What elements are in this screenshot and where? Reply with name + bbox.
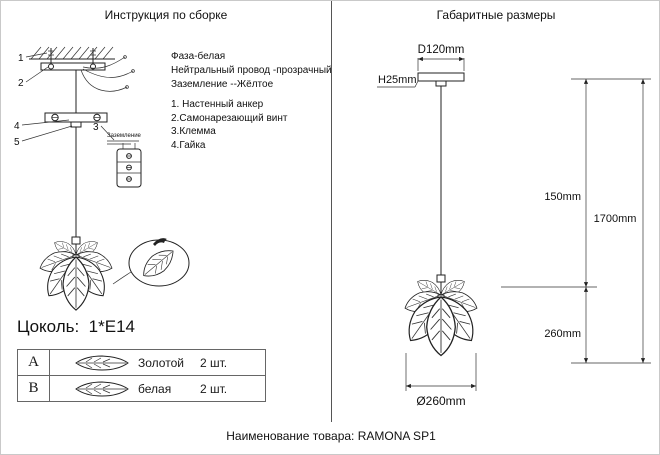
- dimension-drawing: D120mm H25mm Ø260mm: [377, 44, 651, 408]
- right-section-title: Габаритные размеры: [436, 8, 556, 22]
- row-key: B: [18, 376, 50, 401]
- note-neutral: Нейтральный провод -прозрачный: [171, 65, 332, 76]
- note-phase: Фаза-белая: [171, 51, 226, 62]
- part-anchor: 1. Настенный анкер: [171, 99, 264, 110]
- variant-qty: 2 шт.: [200, 355, 228, 370]
- row-key: A: [18, 350, 50, 375]
- ground-label: Заземление: [107, 133, 142, 139]
- dim-plate-height: H25mm: [378, 74, 417, 86]
- dim-shade-diameter-lines: [405, 353, 477, 391]
- callout-5: 5: [14, 137, 20, 148]
- dim-plate-diameter-lines: [417, 56, 465, 71]
- callout-4: 4: [14, 121, 20, 132]
- table-row: B белая 2 шт.: [18, 375, 265, 401]
- note-ground: Заземление --Жёлтое: [171, 79, 274, 90]
- dim-vertical-lines: [501, 78, 651, 364]
- assembly-drawing: 1 2 3 4 5 Заземление: [14, 46, 190, 311]
- left-section-title: Инструкция по сборке: [104, 8, 228, 22]
- dim-total-height: 1700mm: [594, 213, 637, 225]
- leaf-gold-icon: [75, 354, 129, 371]
- callout-3: 3: [93, 122, 99, 133]
- wire-color-notes: Фаза-белая Нейтральный провод -прозрачны…: [171, 50, 332, 92]
- section-divider: [331, 1, 332, 422]
- leaf-white-icon: [75, 380, 129, 397]
- ceiling-hatch: [29, 46, 115, 60]
- shade-variant-table: A Золотой 2 шт. B белая 2 шт.: [17, 349, 266, 402]
- callout-1: 1: [18, 53, 24, 64]
- callout-leaders: [21, 52, 115, 142]
- ceiling-plate: [417, 72, 465, 87]
- variant-qty: 2 шт.: [200, 381, 228, 396]
- variant-name: белая: [138, 381, 172, 396]
- pointer-mark: [153, 238, 167, 246]
- parts-list: 1. Настенный анкер 2.Самонарезающий винт…: [171, 98, 287, 152]
- variant-name: Золотой: [138, 355, 184, 370]
- callout-2: 2: [18, 78, 24, 89]
- pendant-lamp-right: [399, 86, 483, 357]
- part-terminal: 3.Клемма: [171, 126, 216, 137]
- part-nut: 4.Гайка: [171, 139, 206, 151]
- socket-spec: Цоколь: 1*E14: [17, 317, 136, 336]
- dim-plate-diameter: D120mm: [418, 44, 465, 56]
- terminal-detail: Заземление: [107, 133, 142, 188]
- table-row: A Золотой 2 шт.: [18, 350, 265, 375]
- pendant-lamp-left: [36, 127, 116, 311]
- mounting-bracket: [40, 48, 135, 128]
- dim-shade-diameter: Ø260mm: [416, 394, 465, 408]
- part-screw: 2.Самонарезающий винт: [171, 112, 288, 124]
- dim-drop-section: 150mm: [544, 191, 581, 203]
- dim-plate-height-lines: [377, 80, 419, 88]
- dim-shade-height: 260mm: [544, 328, 581, 340]
- product-name-footer: Наименование товара: RAMONA SP1: [226, 429, 436, 443]
- leaf-detail-circle: [112, 238, 190, 287]
